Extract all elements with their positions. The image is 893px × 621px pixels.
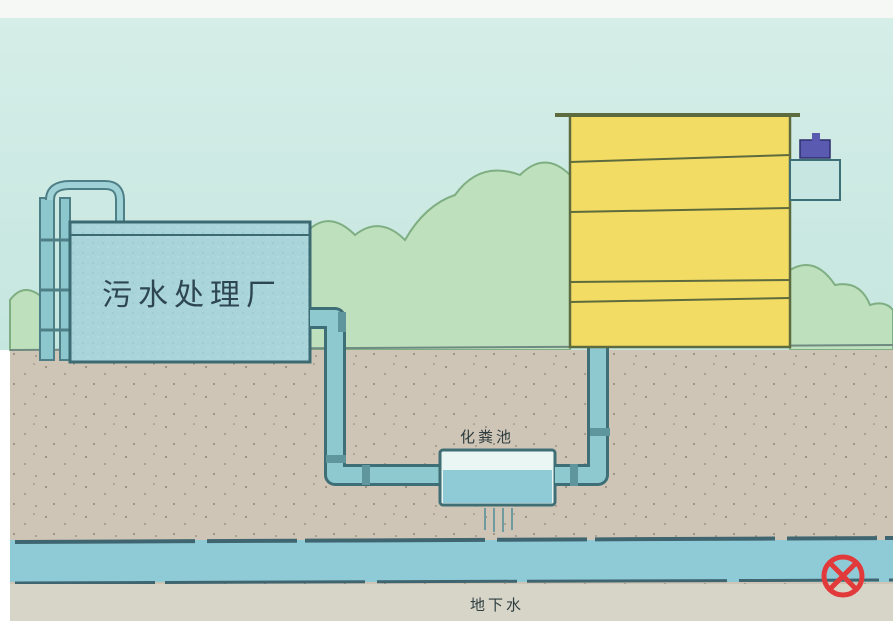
rooftop-machine-icon [799,133,831,159]
groundwater-label: 地下水 [470,596,524,614]
paper-margin-top [0,0,893,18]
groundwater-layer [10,536,893,621]
residential-building [555,113,841,349]
septic-tank [438,448,557,532]
septic-tank-label: 化粪池 [460,428,514,446]
outlet-pipe [310,307,445,486]
warning-prohibition-icon [821,554,865,598]
plant-label: 污水处理厂 [102,278,282,313]
bushes [9,161,893,351]
seepage-lines [484,508,513,532]
sewage-treatment-plant [39,180,312,364]
